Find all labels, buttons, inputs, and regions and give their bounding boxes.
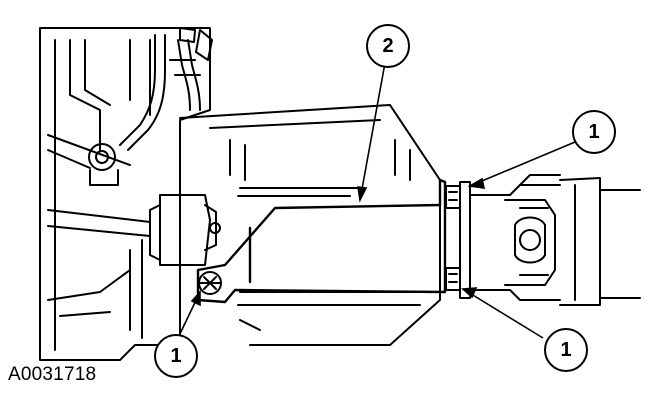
svg-text:1: 1: [588, 121, 599, 143]
transmission-mount: [149, 194, 221, 266]
arrowhead-lower-left: [190, 289, 201, 307]
callout-1-lower-left: 1: [154, 334, 198, 378]
callout-1-upper: 1: [572, 110, 616, 154]
bracket: [196, 178, 447, 304]
arrowhead-upper-right: [467, 177, 486, 189]
svg-text:1: 1: [560, 339, 571, 361]
callout-1-lower-right: 1: [544, 328, 588, 372]
arrowhead-bracket: [357, 186, 368, 203]
svg-text:2: 2: [382, 35, 393, 57]
output-flange: [459, 181, 471, 299]
callout-2: 2: [366, 24, 410, 68]
wiring-harness: [119, 27, 213, 151]
lower-bracket-bolt: [198, 271, 222, 295]
driveshaft-u-joint: [469, 174, 641, 306]
extension-housing: [179, 104, 441, 346]
flange-bolts: [445, 185, 461, 291]
figure-id-label: A0031718: [8, 364, 97, 385]
callout-leaders: [177, 62, 576, 339]
transmission-case: [39, 27, 211, 361]
svg-text:1: 1: [170, 345, 181, 367]
sensor-fitting: [88, 143, 119, 186]
arrowhead-lower-right: [461, 287, 478, 299]
